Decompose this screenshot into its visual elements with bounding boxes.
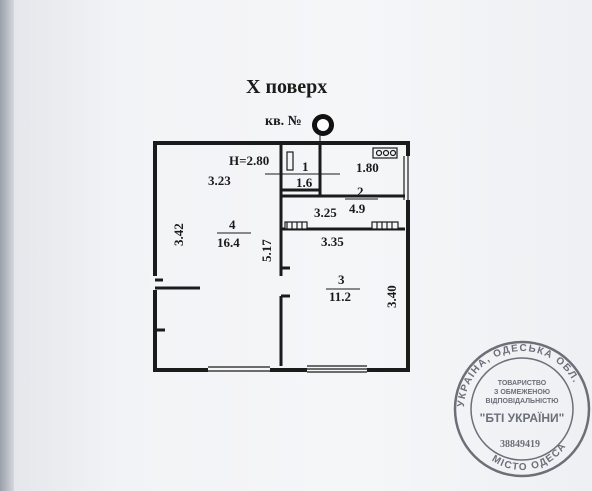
- stamp-inner-ring: [470, 357, 574, 461]
- stamp-code: 38849419: [500, 439, 540, 450]
- burner-icon: [382, 149, 390, 157]
- room2-width-dimension: 3.25: [314, 205, 337, 220]
- fixtures: [284, 147, 399, 230]
- stamp-line2: З ОБМЕЖЕНОЮ: [494, 389, 550, 396]
- room4-height-dimension: 3.42: [171, 223, 186, 246]
- company-stamp: УКРАЇНА, ОДЕСЬКА ОБЛ. МІСТО ОДЕСА ТОВАРИ…: [453, 340, 591, 478]
- stamp-line3: ВІДПОВІДАЛЬНІСТЮ: [486, 398, 559, 405]
- room4-width-dimension: 3.23: [208, 173, 231, 188]
- partitions: [155, 143, 405, 366]
- ceiling-height: H=2.80: [229, 153, 269, 168]
- burner-icon: [375, 149, 383, 157]
- stamp-name: "БТІ УКРАЇНИ": [480, 410, 565, 425]
- riser-icon: [286, 151, 294, 171]
- floor-title: X поверх: [246, 76, 328, 98]
- apartment-label: кв. №: [265, 114, 302, 129]
- room4-number: 4: [229, 217, 236, 232]
- room1-number: 1: [302, 159, 309, 174]
- room4-inner-dimension: 5.17: [259, 239, 274, 262]
- room2-number: 2: [357, 184, 364, 199]
- room1-area: 1.6: [296, 175, 313, 190]
- room3-height-dimension: 3.40: [384, 285, 399, 308]
- apartment-marker-icon: [312, 114, 334, 136]
- stamp-outer-ring: [453, 340, 591, 478]
- burner-icon: [389, 149, 397, 157]
- room3-width-dimension: 3.35: [321, 234, 344, 249]
- room4-area: 16.4: [217, 235, 240, 250]
- stamp-line1: ТОВАРИСТВО: [498, 380, 547, 387]
- paper-edge: [0, 0, 14, 491]
- radiator-icon: [371, 221, 399, 230]
- room-label-lines: [217, 173, 378, 290]
- radiator-icon: [284, 221, 308, 230]
- room3-area: 11.2: [329, 289, 351, 304]
- window-gap-right: [402, 156, 412, 200]
- balcony-door-gap: [208, 364, 270, 374]
- window-lines: [208, 156, 409, 373]
- room2-top-dimension: 1.80: [356, 160, 379, 175]
- room2-area: 4.9: [349, 201, 366, 216]
- room3-number: 3: [338, 272, 345, 287]
